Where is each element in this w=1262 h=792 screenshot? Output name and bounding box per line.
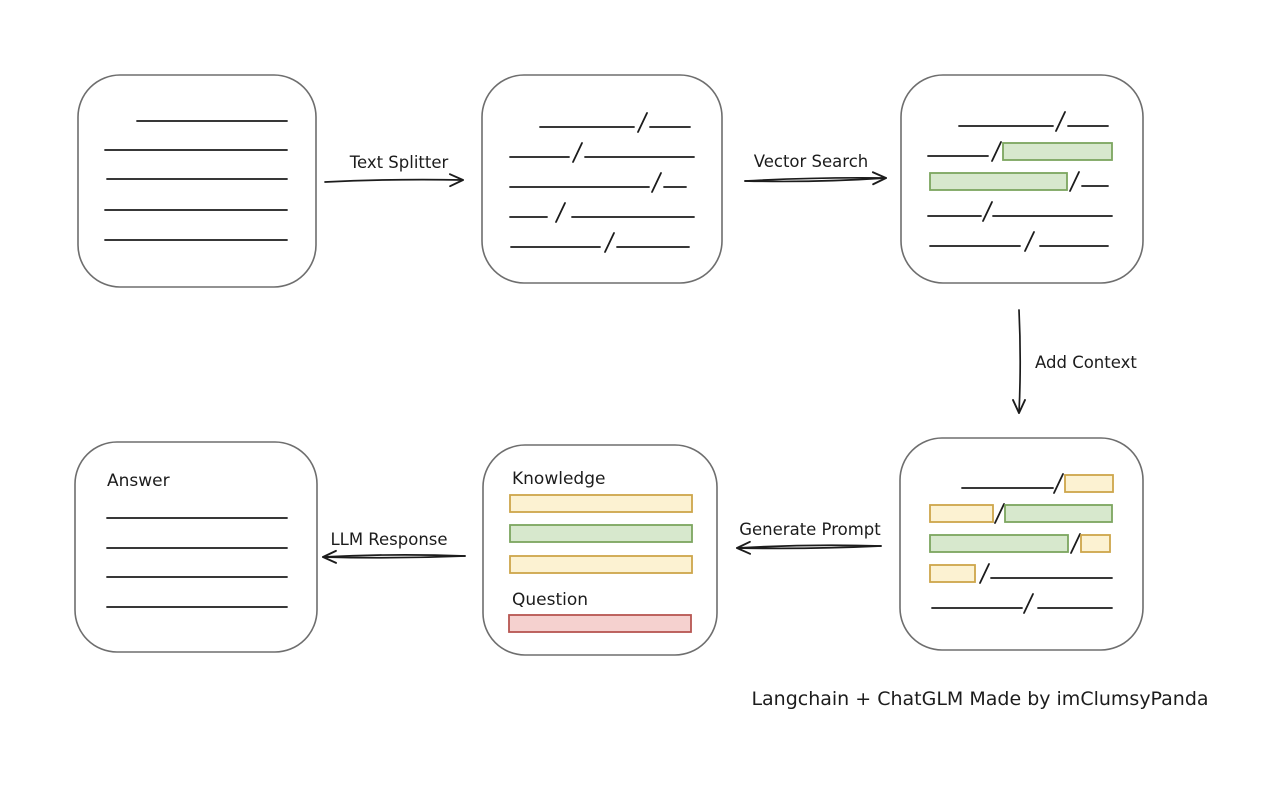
arrow-shaft <box>1018 309 1022 414</box>
generate-prompt-arrow: Generate Prompt <box>736 520 882 555</box>
node-text-chunks <box>481 74 723 284</box>
highlight-green <box>1004 504 1113 523</box>
highlight-yellow <box>1080 534 1111 553</box>
node-context-chunks <box>899 437 1144 651</box>
slash-separator <box>1053 473 1064 494</box>
slash-separator <box>637 112 648 133</box>
slash-separator <box>979 563 990 584</box>
arrow-shaft <box>744 176 887 182</box>
vector-search-arrow-label: Vector Search <box>754 152 869 171</box>
llm-response-arrow-label: LLM Response <box>330 530 447 549</box>
arrow-shaft <box>744 177 887 183</box>
slash-separator <box>572 142 583 163</box>
slash-separator <box>982 201 993 222</box>
add-context-arrow-label: Add Context <box>1035 353 1137 372</box>
highlight-yellow <box>929 564 976 583</box>
node-answer: Answer <box>74 441 318 653</box>
node-box-source-document <box>77 74 317 288</box>
highlight-yellow <box>509 555 693 574</box>
node-matched-chunks <box>900 74 1144 284</box>
highlight-green <box>929 534 1069 553</box>
slash-separator <box>651 172 662 193</box>
arrow-shaft <box>322 554 466 558</box>
highlight-red <box>508 614 692 633</box>
text-splitter-arrow: Text Splitter <box>324 153 464 188</box>
highlight-yellow <box>509 494 693 513</box>
text-splitter-arrow-label: Text Splitter <box>349 153 449 172</box>
highlight-green <box>1002 142 1113 161</box>
arrowhead <box>736 540 752 555</box>
arrow-shaft <box>736 544 882 549</box>
generate-prompt-arrow-label: Generate Prompt <box>739 520 881 539</box>
slash-separator <box>555 202 566 223</box>
vector-search-arrow: Vector Search <box>744 152 887 186</box>
slash-separator <box>1070 533 1081 554</box>
slash-separator <box>1055 111 1066 132</box>
arrow-shaft <box>322 555 466 559</box>
credit-caption: Langchain + ChatGLM Made by imClumsyPand… <box>751 688 1208 710</box>
slash-separator <box>1069 171 1080 192</box>
arrowhead <box>448 173 464 188</box>
prompt-label-question: Question <box>512 590 588 610</box>
prompt-label-knowledge: Knowledge <box>512 469 605 489</box>
arrowhead <box>322 549 337 564</box>
highlight-green <box>509 524 693 543</box>
arrow-shaft <box>736 545 882 550</box>
node-box-text-chunks <box>481 74 723 284</box>
slash-separator <box>604 232 615 253</box>
slash-separator <box>1023 593 1034 614</box>
slash-separator <box>991 141 1002 162</box>
slash-separator <box>994 503 1005 524</box>
add-context-arrow: Add Context <box>1012 309 1137 414</box>
highlight-green <box>929 172 1068 191</box>
node-source-document <box>77 74 317 288</box>
highlight-yellow <box>1064 474 1114 493</box>
arrowhead <box>1012 399 1026 414</box>
slash-separator <box>1024 231 1035 252</box>
node-box-answer <box>74 441 318 653</box>
arrowhead <box>871 171 887 186</box>
highlight-yellow <box>929 504 994 523</box>
arrow-shaft <box>324 178 464 183</box>
llm-response-arrow: LLM Response <box>322 530 466 564</box>
answer-label-answer: Answer <box>107 471 170 491</box>
